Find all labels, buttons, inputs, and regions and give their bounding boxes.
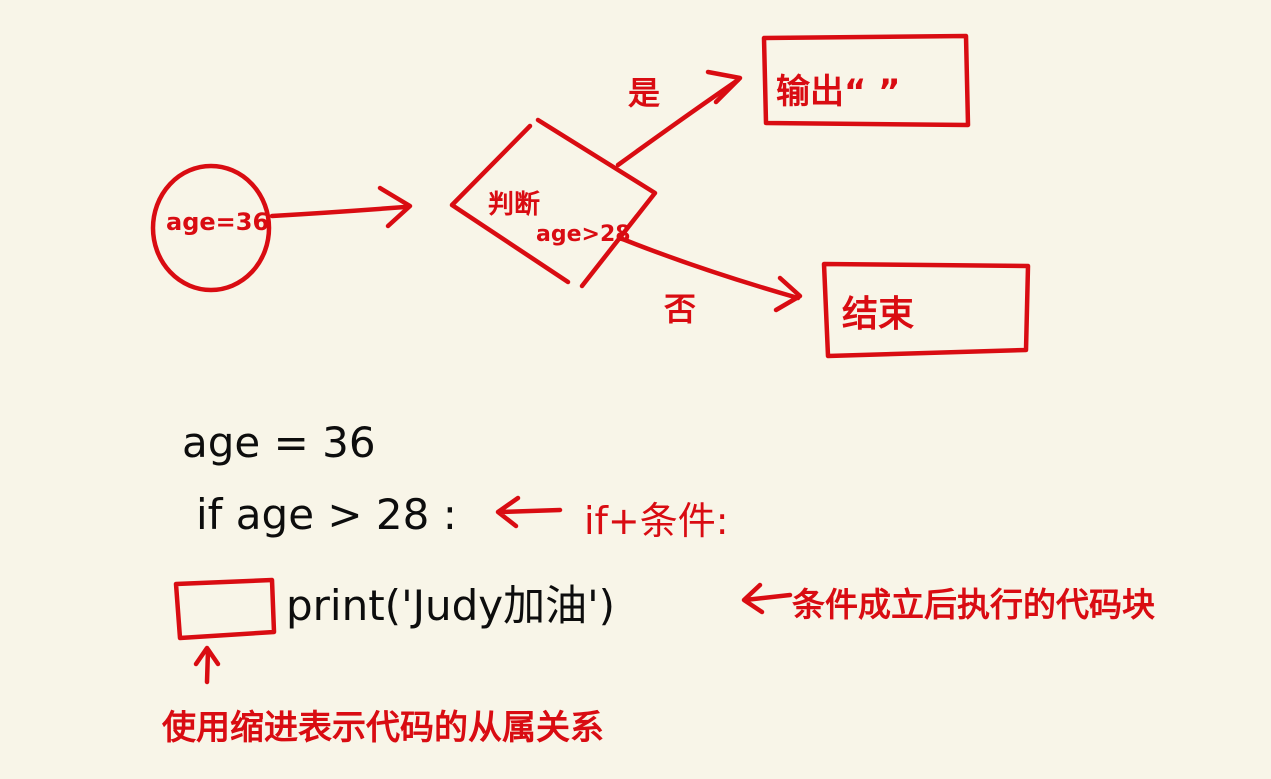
arrow-to-decision [269,204,408,219]
yes-label: 是 [628,74,661,112]
no-label: 否 [664,290,697,328]
end-box [821,261,1031,359]
start-circle [150,163,272,293]
if-arrow [495,495,563,529]
code-line-2: if age > 28 : [196,490,457,539]
arrow-no [617,235,801,301]
decision-label-2: age>28 [536,222,631,247]
end-label: 结束 [842,294,915,335]
indent-arrow [193,645,221,685]
indent-annotation: 使用缩进表示代码的从属关系 [162,708,604,748]
indent-box [173,577,277,641]
output-box [761,33,971,128]
code-line-1: age = 36 [182,418,376,467]
decision-diamond [449,117,658,289]
block-arrow [741,582,793,615]
start-node-label: age=36 [166,208,270,236]
arrow-yes [615,77,741,168]
code-line-3: print('Judy加油') [286,581,616,630]
output-label: 输出“ ” [776,72,901,112]
if-annotation: if+条件: [584,499,729,543]
block-annotation: 条件成立后执行的代码块 [792,585,1155,624]
decision-label-1: 判断 [488,190,541,220]
